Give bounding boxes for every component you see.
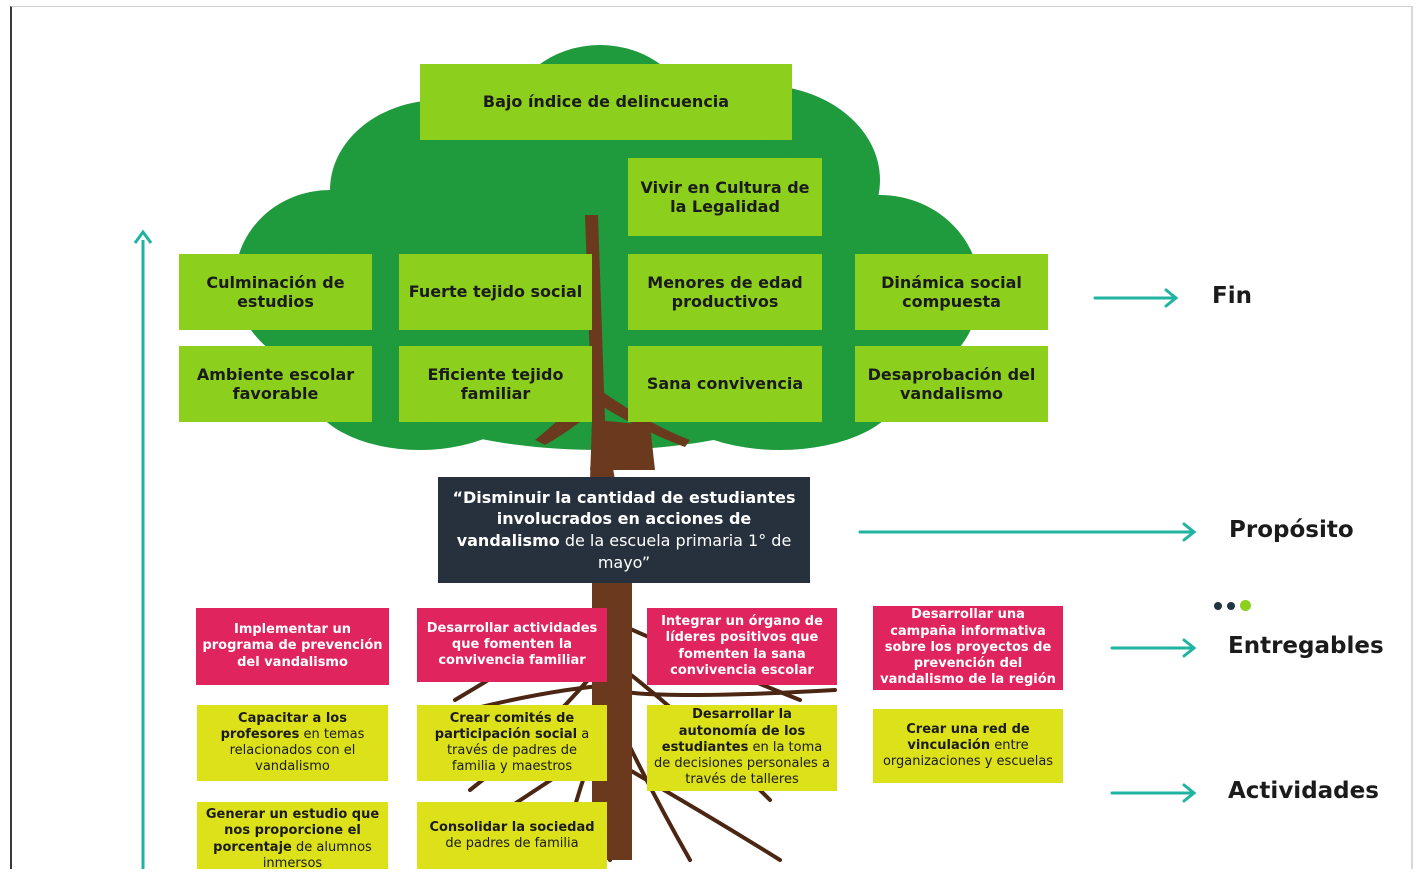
fin-box: Dinámica social compuesta bbox=[855, 254, 1048, 330]
fin-legalidad-text: Vivir en Cultura de la Legalidad bbox=[640, 177, 810, 216]
actividad-text: a través de padres de familia y maestros bbox=[446, 726, 590, 775]
actividad-text: de alumnos inmersos bbox=[262, 839, 372, 871]
actividad-box: Desarrollar la autonomía de los estudian… bbox=[647, 705, 837, 791]
actividad-text: en temas relacionados con el vandalismo bbox=[229, 726, 365, 775]
level-label-entregables: Entregables bbox=[1228, 633, 1384, 659]
actividad-box: Capacitar a los profesores en temas rela… bbox=[197, 705, 388, 781]
level-label-fin: Fin bbox=[1212, 283, 1252, 309]
proposito-bold-text: “Disminuir la cantidad de estudiantes in… bbox=[452, 487, 796, 550]
proposito-box: “Disminuir la cantidad de estudiantes in… bbox=[438, 477, 810, 583]
actividad-text: en la toma de decisiones personales a tr… bbox=[654, 739, 830, 788]
proposito-rest-text: de la escuela primaria 1° de mayo” bbox=[559, 531, 792, 572]
fin-top-text: Bajo índice de delincuencia bbox=[482, 92, 730, 112]
fin-box: Culminación de estudios bbox=[179, 254, 372, 330]
fin-box: Fuerte tejido social bbox=[399, 254, 592, 330]
dot-active-icon bbox=[1240, 600, 1251, 611]
entregable-text: Implementar un programa de prevención de… bbox=[202, 622, 383, 670]
fin-box: Desaprobación del vandalismo bbox=[855, 346, 1048, 422]
level-label-actividades: Actividades bbox=[1228, 778, 1379, 804]
level-arrows bbox=[858, 288, 1197, 803]
entregable-box: Integrar un órgano de líderes positivos … bbox=[647, 608, 837, 685]
entregable-text: Desarrollar una campaña informativa sobr… bbox=[880, 607, 1056, 688]
vertical-arrow bbox=[133, 229, 153, 869]
entregable-text: Desarrollar actividades que fomenten la … bbox=[426, 620, 598, 669]
actividad-bold-text: Crear una red de vinculación bbox=[906, 721, 1030, 753]
actividad-box: Generar un estudio que nos proporcione e… bbox=[197, 802, 388, 871]
entregable-box: Implementar un programa de prevención de… bbox=[196, 608, 389, 685]
fin-box: Ambiente escolar favorable bbox=[179, 346, 372, 422]
actividad-text: entre organizaciones y escuelas bbox=[882, 737, 1054, 770]
entregable-box: Desarrollar actividades que fomenten la … bbox=[417, 608, 607, 682]
actividad-bold-text: Generar un estudio que nos proporcione e… bbox=[205, 807, 380, 855]
actividad-box: Crear una red de vinculación entre organ… bbox=[873, 709, 1063, 783]
fin-legalidad-box: Vivir en Cultura de la Legalidad bbox=[628, 158, 822, 236]
actividad-text: de padres de familia bbox=[445, 836, 579, 852]
fin-box-text: Culminación de estudios bbox=[206, 272, 345, 311]
entregable-box: Desarrollar una campaña informativa sobr… bbox=[873, 606, 1063, 690]
dot-icon bbox=[1227, 601, 1235, 610]
fin-box-text: Desaprobación del vandalismo bbox=[867, 364, 1036, 403]
actividad-bold-text: Capacitar a los profesores bbox=[220, 710, 347, 742]
actividad-box: Consolidar la sociedad de padres de fami… bbox=[417, 802, 607, 869]
actividad-box: Crear comités de participación social a … bbox=[417, 705, 607, 781]
actividad-bold-text: Consolidar la sociedad bbox=[429, 820, 595, 835]
fin-box: Eficiente tejido familiar bbox=[399, 346, 592, 422]
fin-box-text: Dinámica social compuesta bbox=[881, 272, 1022, 311]
fin-box-text: Fuerte tejido social bbox=[408, 282, 583, 302]
fin-box-text: Ambiente escolar favorable bbox=[196, 364, 355, 403]
fin-box-text: Sana convivencia bbox=[646, 374, 804, 394]
fin-top-box: Bajo índice de delincuencia bbox=[420, 64, 792, 140]
fin-box: Sana convivencia bbox=[628, 346, 822, 422]
actividad-bold-text: Desarrollar la autonomía de los estudian… bbox=[661, 707, 806, 755]
fin-box: Menores de edad productivos bbox=[628, 254, 822, 330]
pagination-dots bbox=[1214, 600, 1251, 611]
fin-box-text: Eficiente tejido familiar bbox=[427, 364, 564, 403]
entregable-text: Integrar un órgano de líderes positivos … bbox=[661, 614, 823, 678]
actividad-bold-text: Crear comités de participación social bbox=[434, 710, 578, 742]
fin-box-text: Menores de edad productivos bbox=[647, 272, 803, 311]
dot-icon bbox=[1214, 601, 1222, 610]
level-label-proposito: Propósito bbox=[1229, 517, 1354, 543]
